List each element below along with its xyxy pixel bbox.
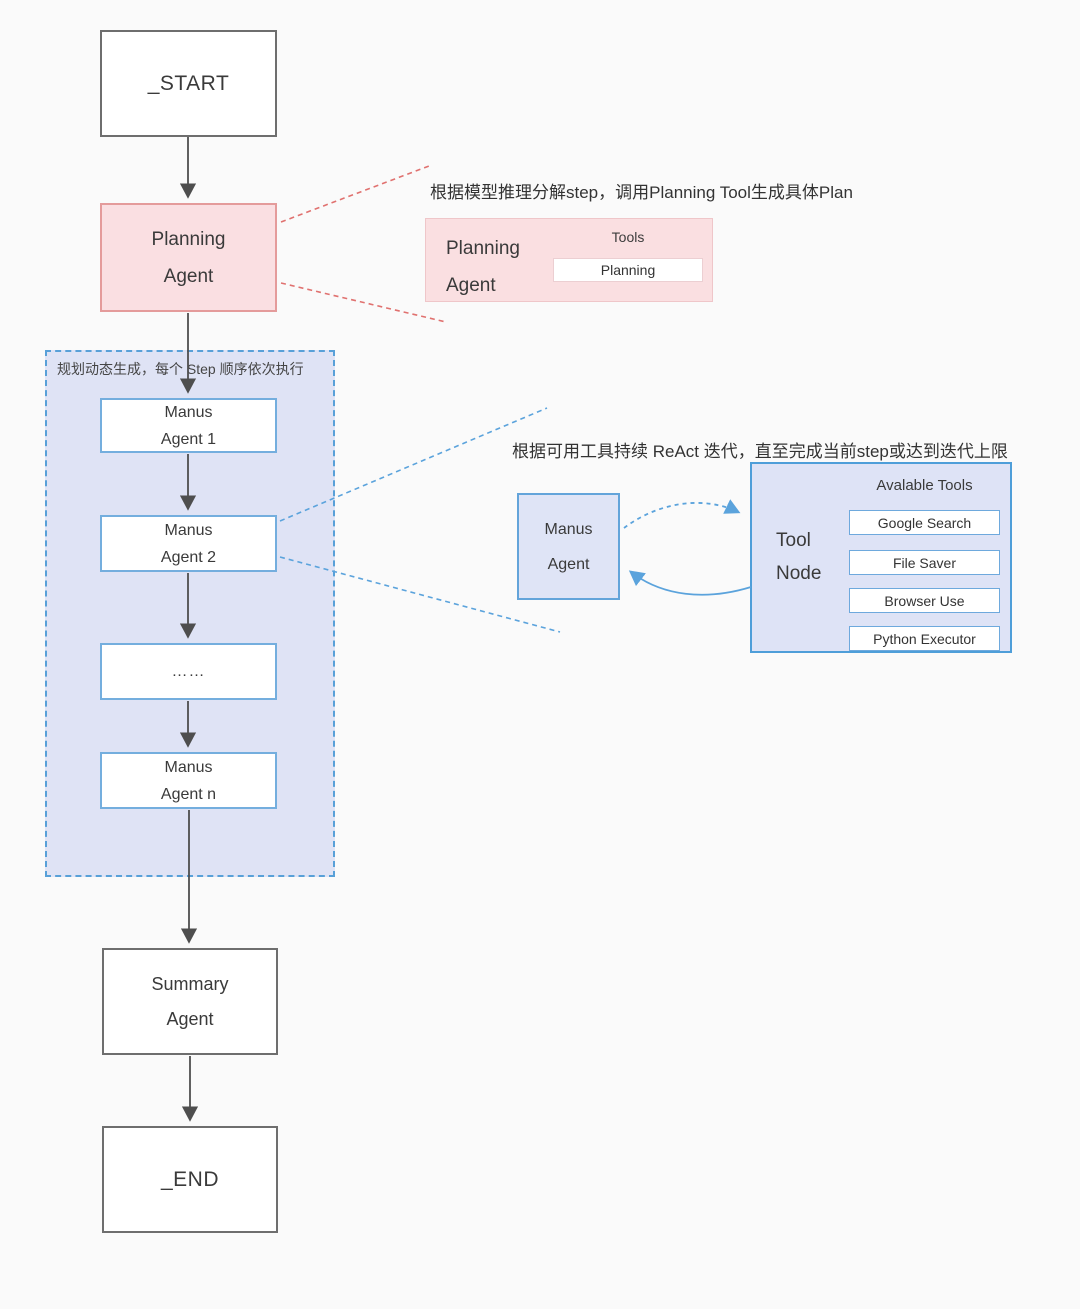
start-node: _START <box>100 30 277 137</box>
manus-agent-1-node: Manus Agent 1 <box>100 398 277 453</box>
manus-agent-2-node: Manus Agent 2 <box>100 515 277 572</box>
planning-agent-line2: Agent <box>163 265 214 287</box>
react-manus-agent-node: Manus Agent <box>517 493 620 600</box>
start-node-label: _START <box>147 71 230 95</box>
react-loop-arrow-to-toolnode <box>623 499 741 529</box>
summary-agent-line2: Agent <box>166 1008 214 1029</box>
manus-agent-2-line2: Agent 2 <box>160 548 217 566</box>
planning-detail-tools-label: Tools <box>611 229 645 245</box>
planning-detail-agent-line2: Agent <box>446 275 496 296</box>
tool-item-browser-use: Browser Use <box>849 588 1000 613</box>
planning-agent-line1: Planning <box>151 228 226 250</box>
react-loop-arrow-to-manus <box>628 570 752 596</box>
tool-node-label: Tool Node <box>776 524 821 590</box>
manus-agent-n-line2: Agent n <box>160 785 217 803</box>
react-detail-caption: 根据可用工具持续 ReAct 迭代，直至完成当前step或达到迭代上限 <box>512 442 1008 461</box>
planning-agent-node: Planning Agent <box>100 203 277 312</box>
step-loop-caption: 规划动态生成，每个 Step 顺序依次执行 <box>57 361 304 377</box>
callout-dash-planning-bottom <box>280 282 447 323</box>
manus-agent-n-node: Manus Agent n <box>100 752 277 809</box>
callout-dash-planning-top <box>280 165 430 223</box>
summary-agent-node: Summary Agent <box>102 948 278 1055</box>
react-manus-agent-line1: Manus <box>544 520 593 538</box>
planning-detail-caption: 根据模型推理分解step，调用Planning Tool生成具体Plan <box>430 183 853 202</box>
end-node: _END <box>102 1126 278 1233</box>
react-manus-agent-line2: Agent <box>547 555 590 573</box>
manus-agent-1-line2: Agent 1 <box>160 430 217 448</box>
ellipsis-node: …… <box>100 643 277 700</box>
planning-tool-item: Planning <box>553 258 703 282</box>
tool-item-google-search: Google Search <box>849 510 1000 535</box>
available-tools-label: Avalable Tools <box>876 477 973 494</box>
planning-detail-box: Planning Agent Tools Planning <box>425 218 713 302</box>
tool-node-line2: Node <box>776 563 822 584</box>
planning-detail-agent-label: Planning Agent <box>446 230 520 304</box>
summary-agent-line1: Summary <box>151 973 229 994</box>
manus-agent-1-line1: Manus <box>164 403 213 421</box>
tool-item-python-executor: Python Executor <box>849 626 1000 651</box>
end-node-label: _END <box>160 1167 220 1191</box>
tool-node-box: Tool Node Avalable Tools Google Search F… <box>750 462 1012 653</box>
tool-item-file-saver: File Saver <box>849 550 1000 575</box>
manus-agent-n-line1: Manus <box>164 758 213 776</box>
manus-agent-2-line1: Manus <box>164 521 213 539</box>
ellipsis-label: …… <box>171 662 206 680</box>
tool-node-line1: Tool <box>776 530 811 551</box>
planning-detail-agent-line1: Planning <box>446 238 520 259</box>
